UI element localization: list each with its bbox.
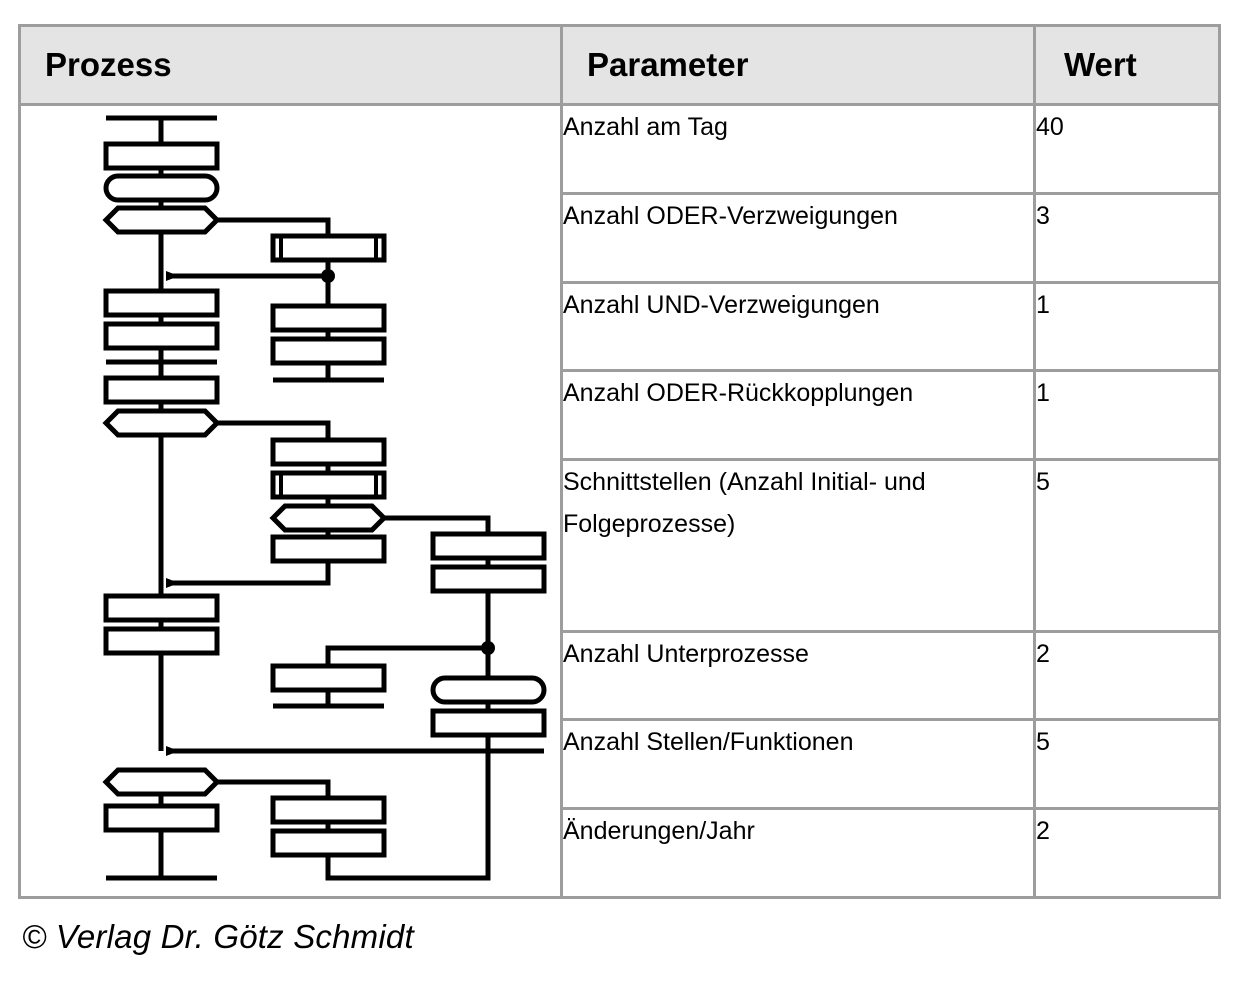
- process-box: [103, 141, 220, 171]
- process-box: [430, 564, 547, 594]
- column-header-wert: Wert: [1033, 24, 1221, 106]
- process-box: [270, 437, 387, 467]
- process-flow-diagram: [21, 106, 560, 896]
- process-parameter-table: Prozess Parameter Wert: [18, 24, 1221, 899]
- process-box: [103, 803, 220, 833]
- parameter-label: Anzahl ODER-Rückkopplungen: [560, 369, 1036, 462]
- parameter-label: Anzahl ODER-Verzweigungen: [560, 191, 1036, 284]
- branch-line-5: [217, 779, 331, 798]
- process-box: [103, 626, 220, 656]
- rounded-process-box: [430, 675, 547, 705]
- table-row: Änderungen/Jahr 2: [20, 807, 1221, 899]
- process-box: [270, 534, 387, 564]
- parameter-value: 1: [1033, 369, 1221, 462]
- process-box: [103, 375, 220, 405]
- process-box: [270, 336, 387, 366]
- parameter-value: 2: [1033, 807, 1221, 899]
- process-box: [270, 663, 387, 693]
- branch-line-1: [217, 217, 331, 236]
- parameter-value: 5: [1033, 458, 1221, 633]
- table-row: Anzahl Stellen/Funktionen 5: [20, 718, 1221, 811]
- parameter-label: Anzahl Unterprozesse: [560, 629, 1036, 722]
- parameter-label: Anzahl Stellen/Funktionen: [560, 718, 1036, 811]
- process-diagram-cell: [18, 103, 563, 899]
- column-header-prozess: Prozess: [18, 24, 563, 106]
- parameter-value: 5: [1033, 718, 1221, 811]
- subprocess-box: [270, 470, 387, 500]
- table-row: Anzahl Unterprozesse 2: [20, 629, 1221, 722]
- and-junction-dot: [321, 269, 335, 283]
- branch-line-2: [217, 420, 331, 440]
- decision-hexagon: [102, 205, 221, 235]
- table-row: Schnittstellen (Anzahl Initial- und Folg…: [20, 458, 1221, 633]
- decision-hexagon: [102, 767, 221, 797]
- process-box: [103, 593, 220, 623]
- process-box: [270, 795, 387, 825]
- parameter-value: 2: [1033, 629, 1221, 722]
- branch-line-4: [325, 645, 488, 666]
- table-header-row: Prozess Parameter Wert: [18, 24, 1221, 106]
- process-box: [430, 708, 547, 738]
- table-row: Anzahl UND-Verzweigungen 1: [20, 280, 1221, 373]
- parameter-label: Änderungen/Jahr: [560, 807, 1036, 899]
- table-row: Anzahl am Tag 40: [18, 103, 1221, 899]
- process-box: [103, 321, 220, 351]
- process-box: [103, 288, 220, 318]
- or-feedback-loop: [325, 751, 491, 881]
- column-header-parameter: Parameter: [560, 24, 1036, 106]
- and-junction-dot: [481, 641, 495, 655]
- decision-hexagon: [269, 503, 388, 533]
- process-box: [270, 303, 387, 333]
- parameter-label: Anzahl UND-Verzweigungen: [560, 280, 1036, 373]
- table-row: Anzahl ODER-Rückkopplungen 1: [20, 369, 1221, 462]
- feedback-arrow-2: [166, 561, 331, 588]
- rounded-process-box: [103, 173, 220, 203]
- process-box: [430, 531, 547, 561]
- flowchart-svg: [102, 115, 547, 881]
- parameter-label: Schnittstellen (Anzahl Initial- und Folg…: [560, 458, 1036, 633]
- parameter-value: 40: [1033, 103, 1221, 195]
- decision-hexagon: [102, 408, 221, 438]
- table-row: Anzahl ODER-Verzweigungen 3: [20, 191, 1221, 284]
- parameter-value: 3: [1033, 191, 1221, 284]
- parameter-label: Anzahl am Tag: [560, 103, 1036, 195]
- copyright-notice: © Verlag Dr. Götz Schmidt: [22, 918, 414, 955]
- process-box: [270, 828, 387, 858]
- table-body: Anzahl am Tag 40 Anzahl ODER-Verzweigung…: [18, 103, 1221, 899]
- branch-line-3: [384, 515, 491, 534]
- parameter-value: 1: [1033, 280, 1221, 373]
- subprocess-box: [270, 233, 387, 263]
- table-header: Prozess Parameter Wert: [18, 24, 1221, 106]
